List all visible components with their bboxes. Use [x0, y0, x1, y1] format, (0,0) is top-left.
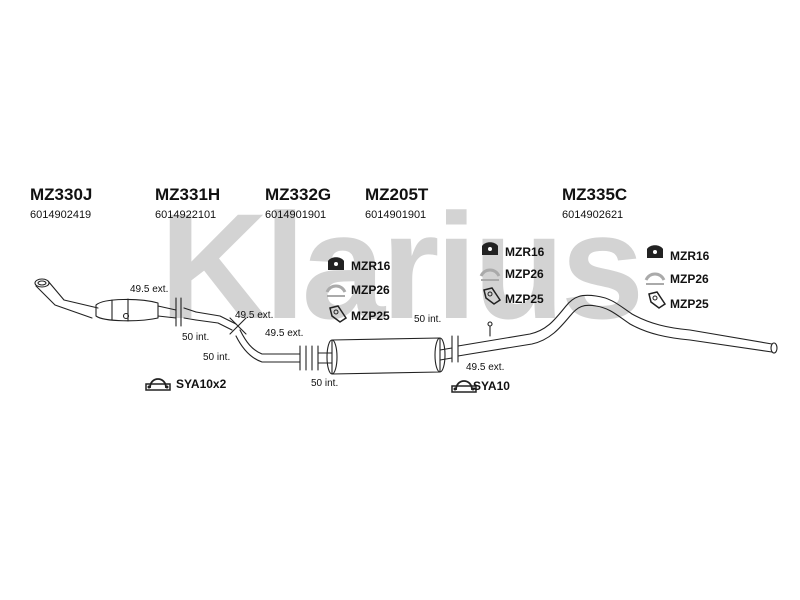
kit-code: SYA10	[473, 379, 510, 393]
mounting-strap-icon	[325, 284, 347, 297]
part-number: 6014901901	[365, 209, 426, 221]
mount-group-1: MZR16 MZP26 MZP25	[325, 257, 391, 323]
connection-label: 50 int.	[203, 352, 230, 363]
rubber-mount-icon	[647, 245, 663, 258]
bracket-icon	[329, 305, 348, 323]
mount-group-2: MZR16 MZP26 MZP25	[479, 242, 545, 306]
part-code: MZ335C	[562, 185, 627, 204]
mount-code: MZP26	[505, 267, 544, 281]
watermark: Klarius	[160, 182, 641, 350]
part-header-1: MZ330J 6014902419	[30, 185, 92, 221]
connection-label: 50 int.	[311, 378, 338, 389]
connection-label: 49.5 ext.	[265, 328, 303, 339]
intermediate-pipe-1	[195, 311, 301, 363]
part-code: MZ330J	[30, 185, 92, 204]
connection-label: 50 int.	[182, 332, 209, 343]
mounting-strap-icon	[644, 272, 666, 285]
mount-code: MZP25	[505, 292, 544, 306]
connection-label: 50 int.	[414, 314, 441, 325]
rubber-mount-icon	[328, 257, 344, 270]
bracket-icon	[648, 291, 667, 309]
part-header-2: MZ331H 6014922101	[155, 185, 220, 221]
part-code: MZ331H	[155, 185, 220, 204]
mount-code: MZR16	[505, 245, 545, 259]
mount-code: MZR16	[351, 259, 391, 273]
kit-code: SYA10x2	[176, 377, 227, 391]
part-code: MZ205T	[365, 185, 429, 204]
pipe-joint-2	[299, 345, 333, 371]
connection-label: 49.5 ext.	[466, 362, 504, 373]
part-number: 6014901901	[265, 209, 326, 221]
clamp-kit-1: SYA10x2	[145, 377, 227, 391]
tail-pipe	[469, 294, 778, 355]
part-code: MZ332G	[265, 185, 331, 204]
part-header-5: MZ335C 6014902621	[562, 185, 627, 221]
part-header-3: MZ332G 6014901901	[265, 185, 331, 221]
mount-code: MZP25	[670, 297, 709, 311]
pipe-joint-3	[451, 335, 471, 363]
mount-code: MZP26	[670, 272, 709, 286]
mount-code: MZR16	[670, 249, 710, 263]
pipe-joint-1	[175, 297, 197, 327]
mount-group-3: MZR16 MZP26 MZP25	[644, 245, 710, 311]
front-pipe-catalyst	[34, 278, 177, 322]
part-number: 6014902419	[30, 209, 91, 221]
mount-code: MZP26	[351, 283, 390, 297]
mounting-strap-icon	[479, 268, 501, 281]
mount-code: MZP25	[351, 309, 390, 323]
part-header-4: MZ205T 6014901901	[365, 185, 429, 221]
connection-label: 49.5 ext.	[130, 284, 168, 295]
part-number: 6014922101	[155, 209, 216, 221]
connection-label: 49.5 ext.	[235, 310, 273, 321]
centre-silencer	[326, 337, 453, 375]
rubber-mount-icon	[482, 242, 498, 255]
clamp-kit-2: SYA10	[451, 379, 510, 393]
bracket-icon	[483, 287, 502, 305]
part-number: 6014902621	[562, 209, 623, 221]
clamp-kit-icon	[145, 378, 171, 391]
clamp-kit-icon	[451, 380, 477, 393]
